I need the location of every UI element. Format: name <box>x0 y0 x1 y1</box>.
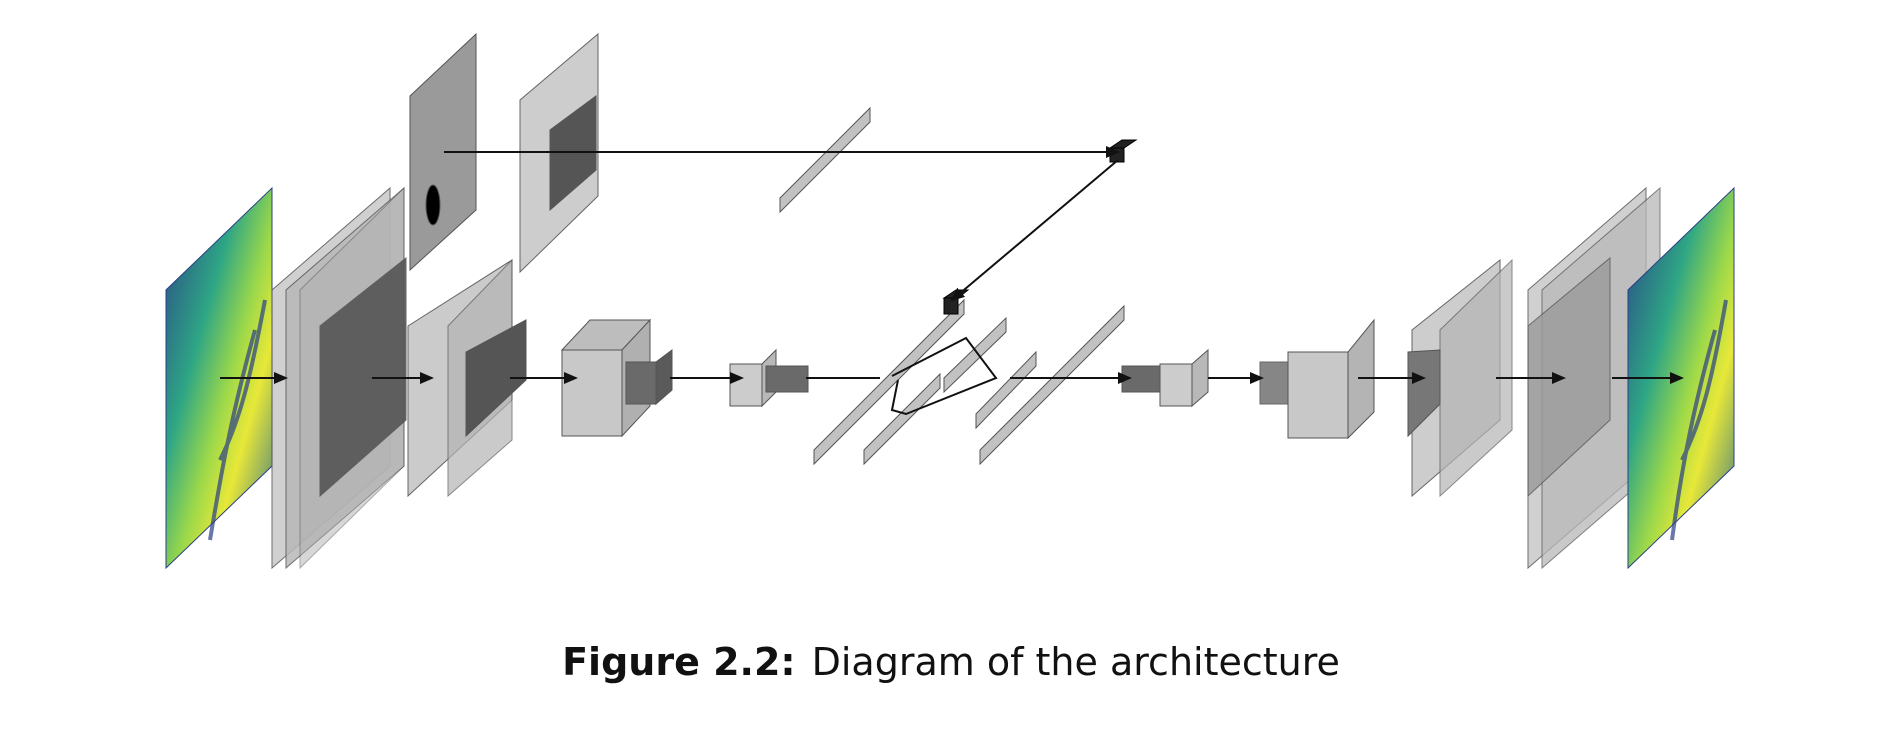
encoder-block-3 <box>560 318 673 438</box>
figure-caption-text: Diagram of the architecture <box>811 640 1340 684</box>
figure-label: Figure 2.2: <box>562 640 796 684</box>
input-image <box>165 186 273 570</box>
figure-caption: Figure 2.2: Diagram of the architecture <box>0 640 1902 684</box>
encoder-block-2 <box>407 258 527 498</box>
encoder-block-1 <box>271 186 407 570</box>
decoder-block-2 <box>1407 258 1513 498</box>
decoder-block-1 <box>1259 318 1375 440</box>
architecture-diagram <box>165 32 1735 570</box>
bar-elements <box>779 106 1125 466</box>
connection-arrows <box>220 146 1684 416</box>
